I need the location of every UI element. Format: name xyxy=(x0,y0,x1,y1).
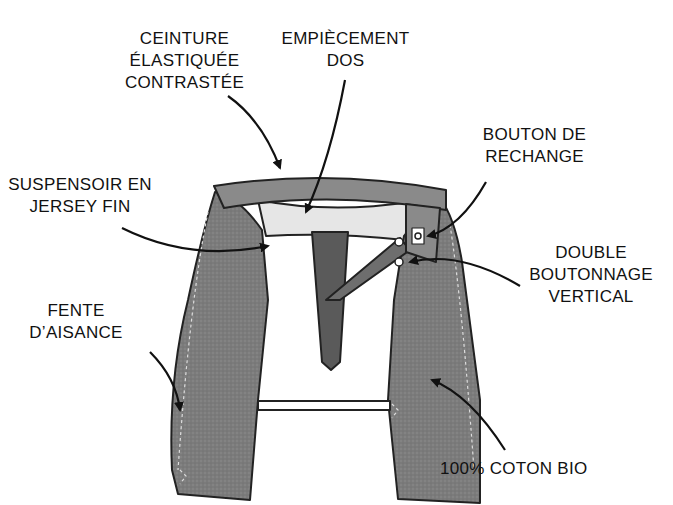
callout-label: 100% COTON BIO xyxy=(440,458,650,480)
callout-label: SUSPENSOIR EN JERSEY FIN xyxy=(4,174,156,218)
callout-label: DOUBLE BOUTONNAGE VERTICAL xyxy=(520,242,662,308)
hem-slit xyxy=(392,404,398,418)
leader-line xyxy=(410,259,520,286)
left-leg xyxy=(171,192,268,500)
callout-label: BOUTON DE RECHANGE xyxy=(462,124,607,168)
leader-line xyxy=(306,80,345,212)
button xyxy=(395,238,403,246)
button xyxy=(395,258,403,266)
stitching xyxy=(178,212,474,484)
leg-strap xyxy=(258,401,390,410)
leader-line xyxy=(228,96,280,168)
leader-line xyxy=(432,380,505,450)
leader-line xyxy=(122,228,268,251)
callout-label: CEINTURE ÉLASTIQUÉE CONTRASTÉE xyxy=(112,28,257,94)
fly-flap xyxy=(326,238,410,300)
spare-button-tag xyxy=(412,228,424,244)
hem-slit xyxy=(180,470,186,484)
garment xyxy=(171,178,480,503)
leader-lines xyxy=(122,80,520,450)
leader-line xyxy=(150,352,180,410)
right-leg xyxy=(388,198,480,503)
leader-line xyxy=(428,182,486,236)
callout-label: EMPIÈCEMENT DOS xyxy=(268,28,423,72)
spare-button xyxy=(415,233,421,239)
callout-label: FENTE D’AISANCE xyxy=(12,300,140,344)
